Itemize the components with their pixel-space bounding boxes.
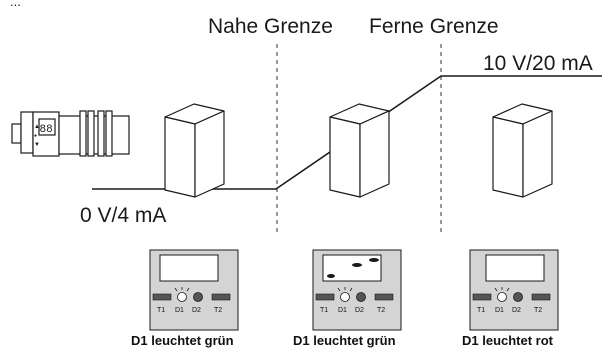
led-glow-rays bbox=[174, 287, 190, 292]
panel-display bbox=[159, 254, 219, 282]
button-icon bbox=[374, 293, 394, 301]
led-label: T2 bbox=[214, 307, 222, 314]
panel-display bbox=[485, 254, 545, 282]
cropped-top-text: ... bbox=[10, 0, 21, 9]
led-label: D1 bbox=[338, 307, 347, 314]
led-icon bbox=[193, 292, 203, 302]
far-limit-label: Ferne Grenze bbox=[369, 15, 499, 38]
high-output-label: 10 V/20 mA bbox=[483, 52, 593, 75]
button-icon bbox=[152, 293, 172, 301]
button-icon bbox=[315, 293, 335, 301]
led-label: T1 bbox=[320, 307, 328, 314]
target-object-icon bbox=[329, 103, 390, 198]
led-label: T1 bbox=[477, 307, 485, 314]
button-icon bbox=[472, 293, 492, 301]
led-label: D1 bbox=[495, 307, 504, 314]
display-mark bbox=[327, 274, 335, 278]
led-icon bbox=[356, 292, 366, 302]
led-icon bbox=[513, 292, 523, 302]
led-label: T2 bbox=[534, 307, 542, 314]
led-glow-rays bbox=[494, 287, 510, 292]
led-label: D1 bbox=[175, 307, 184, 314]
led-label: D2 bbox=[192, 307, 201, 314]
panel-caption: D1 leuchtet grün bbox=[131, 333, 234, 348]
button-icon bbox=[531, 293, 551, 301]
display-mark bbox=[352, 263, 362, 267]
panel-1: T1 D1 D2 T2 D1 leuchtet grün bbox=[131, 249, 239, 348]
led-icon bbox=[177, 292, 187, 302]
panel-caption: D1 leuchtet grün bbox=[293, 333, 396, 348]
led-glow-rays bbox=[337, 287, 353, 292]
led-label: T1 bbox=[157, 307, 165, 314]
button-icon bbox=[211, 293, 231, 301]
led-label: D2 bbox=[355, 307, 364, 314]
sensor-dot-symbol: ● bbox=[34, 133, 37, 139]
panel-3: T1 D1 D2 T2 D1 leuchtet rot bbox=[462, 249, 559, 348]
target-object-icon bbox=[164, 103, 225, 198]
low-output-label: 0 V/4 mA bbox=[80, 204, 166, 227]
led-label: D2 bbox=[512, 307, 521, 314]
led-icon bbox=[340, 292, 350, 302]
led-icon bbox=[497, 292, 507, 302]
sensor-display-text: 88 bbox=[40, 124, 53, 136]
panel-caption: D1 leuchtet rot bbox=[462, 333, 554, 348]
sensor-up-symbol: ▲ bbox=[34, 124, 40, 130]
near-limit-label: Nahe Grenze bbox=[208, 15, 333, 38]
sensor-icon: 88 ▲ ● ▼ bbox=[11, 110, 130, 157]
panel-2: T1 D1 D2 T2 D1 leuchtet grün bbox=[293, 249, 402, 348]
target-object-icon bbox=[492, 103, 553, 198]
led-label: T2 bbox=[377, 307, 385, 314]
display-mark bbox=[369, 258, 379, 262]
sensor-down-symbol: ▼ bbox=[34, 142, 40, 148]
